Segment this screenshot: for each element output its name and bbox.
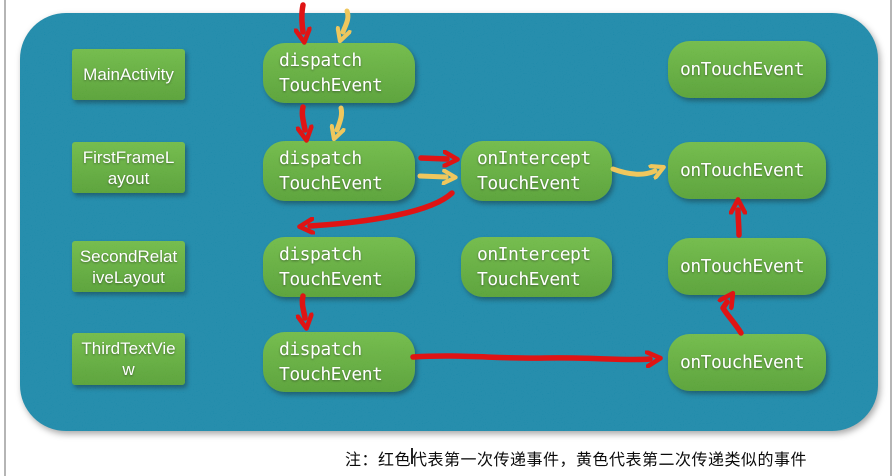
box-on-touch-event-4: onTouchEvent <box>668 334 826 391</box>
page-right-border <box>890 0 892 476</box>
box-dispatch-touch-event-4: dispatch TouchEvent <box>263 332 415 392</box>
label-first-frame-layout: FirstFrameL ayout <box>72 142 185 193</box>
box-dispatch-touch-event-1: dispatch TouchEvent <box>263 43 415 103</box>
page-left-border <box>4 0 6 476</box>
label-main-activity: MainActivity <box>72 49 185 100</box>
box-on-intercept-touch-event-2: onIntercept TouchEvent <box>461 141 612 201</box>
label-third-text-view: ThirdTextVie w <box>72 333 185 385</box>
note-text[interactable]: 注：红色代表第一次传递事件，黄色代表第二次传递类似的事件 <box>345 452 808 469</box>
box-on-intercept-touch-event-3: onIntercept TouchEvent <box>461 237 612 297</box>
label-second-relative-layout: SecondRelat iveLayout <box>72 241 185 292</box>
box-dispatch-touch-event-3: dispatch TouchEvent <box>263 237 415 297</box>
box-on-touch-event-2: onTouchEvent <box>668 142 826 199</box>
text-cursor <box>411 448 413 464</box>
box-on-touch-event-3: onTouchEvent <box>668 238 826 295</box>
box-on-touch-event-1: onTouchEvent <box>668 41 826 98</box>
box-dispatch-touch-event-2: dispatch TouchEvent <box>263 141 415 201</box>
